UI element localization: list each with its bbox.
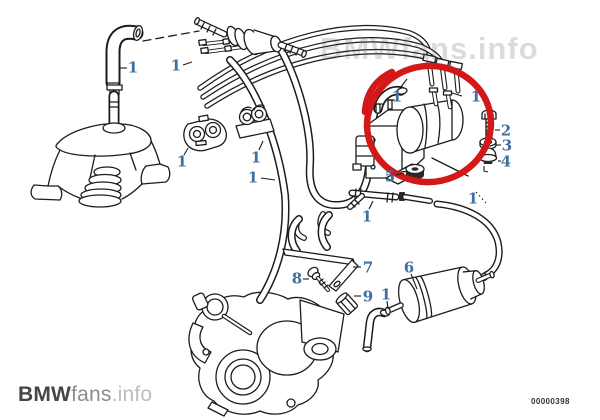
- t-connector: [347, 188, 433, 210]
- callout-hose-clip-right[interactable]: 1: [250, 148, 262, 167]
- callout-valve-hose[interactable]: 1: [391, 87, 403, 106]
- logo-bmw: BMW: [18, 383, 72, 406]
- nut: [405, 163, 425, 180]
- leader-lines: [119, 61, 501, 310]
- main-hose: [226, 56, 290, 304]
- callout-rubber-sleeve[interactable]: 9: [362, 287, 374, 306]
- callout-bolt[interactable]: 2: [500, 121, 512, 140]
- drain-hose: [362, 307, 391, 353]
- bracket-screw: [307, 266, 330, 292]
- callout-fuel-filter[interactable]: 6: [403, 258, 415, 277]
- callout-washer[interactable]: 3: [501, 136, 513, 155]
- callout-nut[interactable]: 5: [384, 167, 396, 186]
- highlight-circle: [361, 62, 495, 186]
- hose-clip-left: [183, 114, 227, 152]
- elbow-hose: [105, 24, 200, 96]
- rubber-sleeve: [335, 292, 359, 316]
- callout-t-connector-hose[interactable]: 1: [361, 207, 373, 226]
- callout-bracket-screw[interactable]: 8: [291, 269, 303, 288]
- callout-main-hose[interactable]: 1: [247, 168, 259, 187]
- logo-info: .info: [111, 383, 153, 406]
- callout-distribution-piping[interactable]: 1: [170, 56, 182, 75]
- filter-hose: [433, 200, 503, 282]
- fuel-filter: [384, 266, 495, 324]
- distribution-piping: [194, 17, 307, 58]
- diagram-number: 00000398: [531, 397, 570, 406]
- hose-clip-right: [235, 104, 275, 139]
- site-logo[interactable]: BMWfans.info: [18, 383, 152, 407]
- callout-cap-nut[interactable]: 4: [500, 152, 512, 171]
- collector-housing: [30, 90, 171, 208]
- logo-fans: fans: [71, 383, 112, 406]
- bracket: [282, 211, 359, 292]
- callout-elbow-hose[interactable]: 1: [127, 58, 139, 77]
- callout-valve-port-hoses[interactable]: 1: [470, 87, 482, 106]
- callout-filter-hose[interactable]: 1: [467, 189, 479, 208]
- callout-drain-hose[interactable]: 1: [380, 285, 392, 304]
- turbocharger: [188, 291, 345, 417]
- callout-hose-clip-left[interactable]: 1: [176, 152, 188, 171]
- callout-bracket[interactable]: 7: [362, 258, 374, 277]
